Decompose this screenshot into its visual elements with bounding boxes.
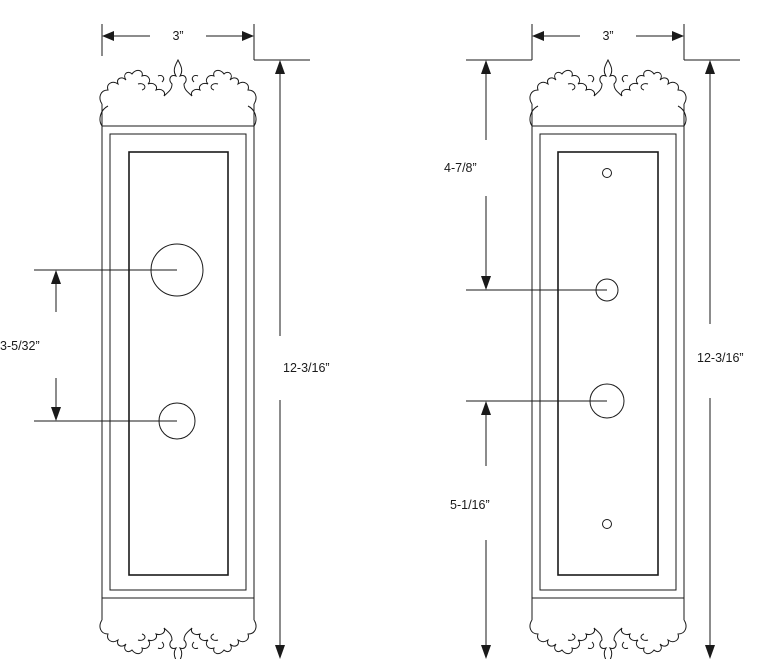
right-plate-outer-border bbox=[531, 125, 685, 599]
right-plate-inner-border bbox=[539, 133, 677, 591]
right-height-label: 12-3/16” bbox=[697, 351, 744, 365]
right-top-crest bbox=[529, 59, 687, 127]
right-screw-hole-bottom bbox=[602, 519, 612, 529]
left-escutcheon-plate bbox=[99, 59, 257, 659]
left-height-label: 12-3/16” bbox=[283, 361, 330, 375]
right-plate-center-panel bbox=[557, 151, 659, 576]
left-hole-spacing-dimension: 3-5/32” bbox=[0, 269, 177, 422]
right-width-label: 3” bbox=[602, 29, 613, 43]
right-top-to-hole-label: 4-7/8” bbox=[444, 161, 477, 175]
left-width-dimension: 3” bbox=[101, 24, 255, 60]
left-hole-spacing-label: 3-5/32” bbox=[0, 339, 40, 353]
left-top-crest bbox=[99, 59, 257, 127]
right-hole-to-bottom-dimension: 5-1/16” bbox=[450, 400, 607, 659]
left-plate-outer-border bbox=[101, 125, 255, 599]
right-height-dimension: 12-3/16” bbox=[684, 59, 744, 659]
right-width-dimension: 3” bbox=[531, 24, 685, 60]
right-escutcheon-plate bbox=[529, 59, 687, 659]
left-plate-center-panel bbox=[128, 151, 229, 576]
left-width-label: 3” bbox=[172, 29, 183, 43]
left-height-dimension: 12-3/16” bbox=[254, 59, 330, 659]
left-plate-inner-border bbox=[109, 133, 247, 591]
right-hole-to-bottom-label: 5-1/16” bbox=[450, 498, 490, 512]
left-bottom-crest bbox=[99, 598, 257, 659]
right-screw-hole-top bbox=[602, 168, 612, 178]
right-bottom-crest bbox=[529, 598, 687, 659]
right-top-to-hole-dimension: 4-7/8” bbox=[444, 59, 607, 291]
